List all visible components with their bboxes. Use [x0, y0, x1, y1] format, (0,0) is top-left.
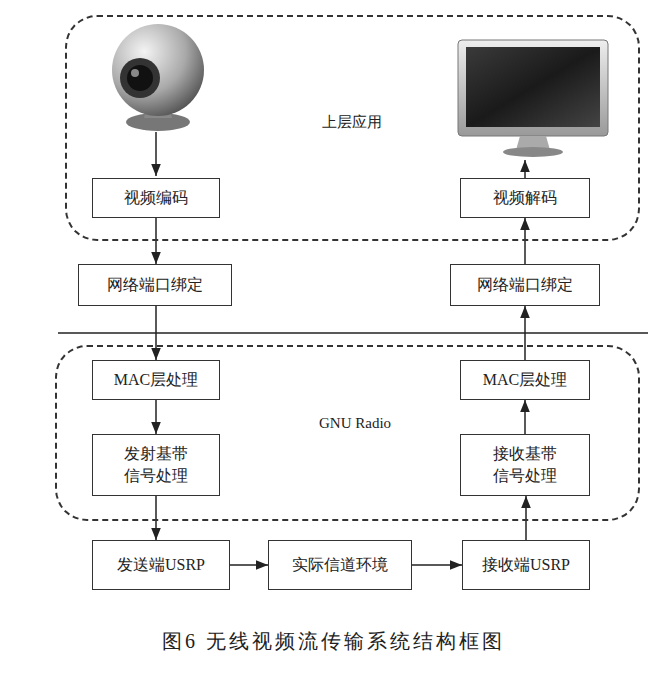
process-box: 接收基带 信号处理 — [460, 434, 590, 496]
output-arrow — [524, 160, 526, 178]
box-label: 接收端USRP — [482, 554, 570, 576]
flow-arrow — [155, 496, 157, 540]
box-label: 网络端口绑定 — [107, 274, 203, 296]
process-box: 发射基带 信号处理 — [92, 434, 220, 496]
process-box: 发送端USRP — [92, 540, 230, 590]
box-label: MAC层处理 — [114, 369, 198, 391]
process-box: 实际信道环境 — [268, 540, 412, 590]
flow-arrow — [155, 218, 157, 264]
box-label: 接收基带 信号处理 — [488, 443, 562, 486]
dashed-region: GNU Radio MAC层处理 MAC层处理发射基带 信号处理 接收基带 信号处理 — [55, 345, 640, 521]
webcam-icon — [112, 24, 204, 131]
process-box: MAC层处理 — [460, 360, 590, 400]
flow-arrow — [230, 564, 268, 566]
flow-arrow — [412, 564, 462, 566]
flow-arrow — [525, 496, 527, 540]
process-box: 网络端口绑定 — [450, 264, 600, 306]
box-label: 发送端USRP — [117, 554, 205, 576]
monitor-icon — [458, 40, 608, 157]
box-label: 发射基带 信号处理 — [119, 443, 193, 486]
box-label: MAC层处理 — [483, 369, 567, 391]
flow-arrow — [524, 218, 526, 264]
process-box: MAC层处理 — [92, 360, 220, 400]
process-box: 视频解码 — [460, 178, 590, 218]
process-box: 接收端USRP — [462, 540, 590, 590]
region-label: GNU Radio — [319, 415, 391, 432]
dashed-region: 上层应用视频编码 视频解码 — [65, 15, 640, 241]
flow-arrow — [524, 400, 526, 434]
box-label: 实际信道环境 — [292, 554, 388, 576]
box-label: 网络端口绑定 — [477, 274, 573, 296]
box-label: 视频编码 — [124, 187, 188, 209]
figure-caption: 图6 无线视频流传输系统结构框图 — [0, 628, 667, 655]
region-label: 上层应用 — [322, 113, 382, 132]
input-arrow — [155, 132, 157, 176]
process-box: 视频编码 — [92, 178, 220, 218]
layer-separator — [58, 332, 648, 334]
box-label: 视频解码 — [493, 187, 557, 209]
flow-arrow — [155, 400, 157, 434]
process-box: 网络端口绑定 — [78, 264, 232, 306]
